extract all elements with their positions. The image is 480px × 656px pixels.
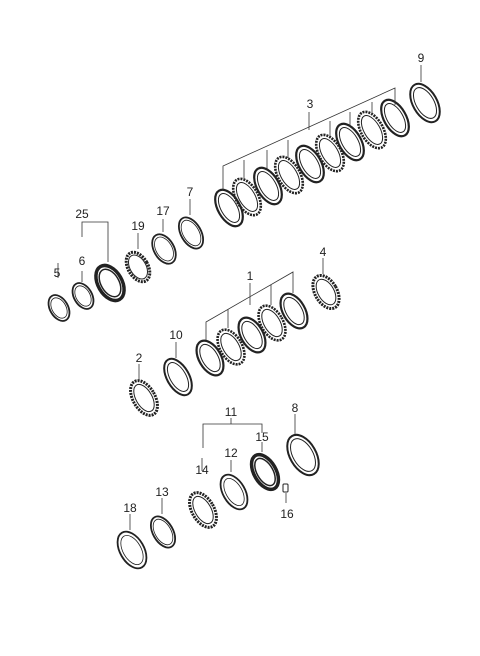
callout-16: 16 (280, 507, 294, 521)
part-9 (409, 82, 441, 124)
callout-6: 6 (79, 254, 86, 268)
callout-1: 1 (247, 269, 254, 283)
callout-3: 3 (307, 97, 314, 111)
callout-2: 2 (136, 351, 143, 365)
clutch-pack-1 (195, 292, 309, 377)
callout-17: 17 (156, 204, 170, 218)
part-4 (311, 273, 341, 311)
part-16-pin (282, 483, 289, 503)
callout-19: 19 (131, 219, 145, 233)
part-25-assembly (94, 263, 126, 303)
callout-9: 9 (418, 51, 425, 65)
callout-25: 25 (75, 207, 89, 221)
callout-15: 15 (255, 430, 269, 444)
callout-12: 12 (224, 446, 238, 460)
part-7 (177, 216, 205, 250)
callout-13: 13 (155, 485, 169, 499)
part-12 (219, 473, 249, 511)
part-13 (149, 515, 177, 549)
callout-8: 8 (292, 401, 299, 415)
part-10 (163, 357, 193, 397)
callout-14: 14 (195, 463, 209, 477)
part-19 (124, 250, 152, 284)
part-6 (71, 282, 95, 310)
callout-4: 4 (320, 245, 327, 259)
callout-11: 11 (225, 405, 238, 419)
clutch-pack-3 (214, 98, 410, 228)
part-2 (129, 379, 159, 417)
part-14 (188, 491, 218, 529)
callout-10: 10 (169, 328, 183, 342)
part-8 (286, 433, 320, 477)
part-15 (249, 452, 281, 492)
callout-7: 7 (187, 185, 194, 199)
callout-5: 5 (54, 266, 61, 280)
callout-18: 18 (123, 501, 137, 515)
part-17 (151, 233, 177, 265)
part-5 (47, 294, 71, 322)
part-18 (116, 530, 148, 570)
